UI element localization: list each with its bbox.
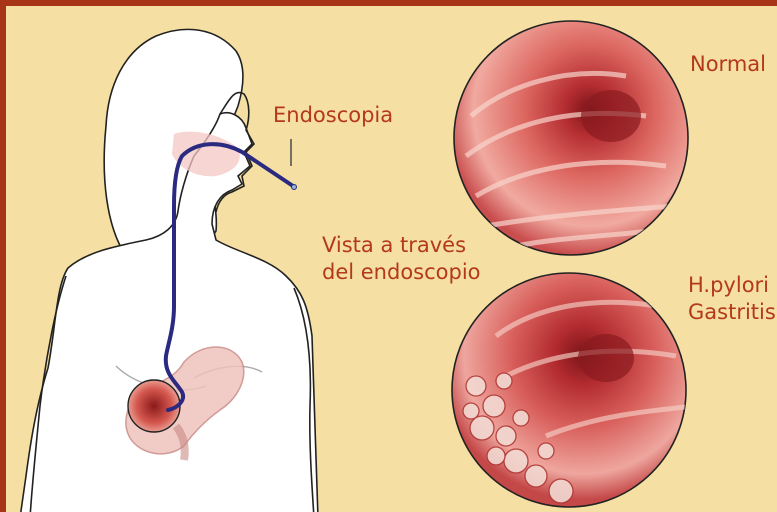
hpylori-label-line1: H.pylori <box>688 272 776 299</box>
endoscopy-label: Endoscopia <box>273 102 393 129</box>
normal-view <box>454 21 688 255</box>
endoscope-view-caption: Vista a través del endoscopio <box>322 232 481 286</box>
gastritis-view <box>452 273 696 507</box>
hpylori-label-line2: Gastritis <box>688 299 776 326</box>
endoscope-view-caption-line2: del endoscopio <box>322 259 481 286</box>
stomach-view-circle <box>128 380 180 432</box>
hpylori-gastritis-label: H.pylori Gastritis <box>688 272 776 326</box>
normal-label: Normal <box>690 51 766 78</box>
endoscope-view-caption-line1: Vista a través <box>322 232 481 259</box>
